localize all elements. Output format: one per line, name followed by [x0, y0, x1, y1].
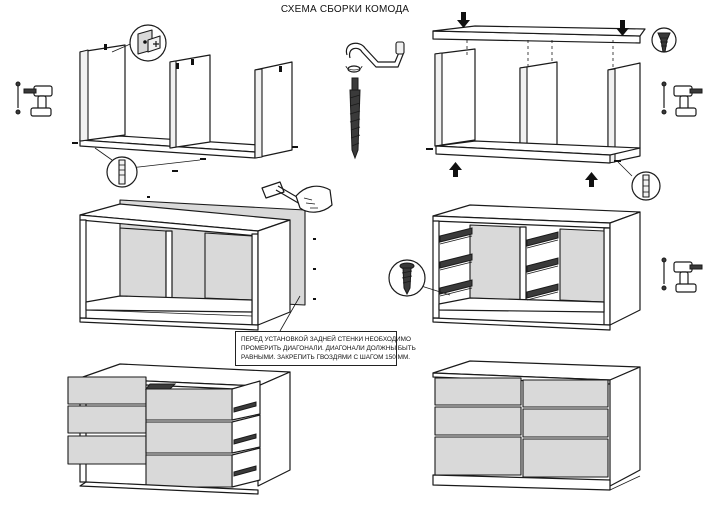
step-2-top-bottom [426, 12, 646, 187]
screwdriver-icon-middle [661, 257, 703, 293]
note-line: ПЕРЕД УСТАНОВКОЙ ЗАДНЕЙ СТЕНКИ НЕОБХОДИМ… [241, 336, 411, 343]
corner-bracket-detail [111, 24, 167, 62]
page-title: СХЕМА СБОРКИ КОМОДА [280, 4, 410, 15]
step-5-drawers [67, 363, 291, 495]
screwdriver-icon [15, 81, 53, 117]
step-4-drawer-rails [417, 204, 641, 331]
dowel-detail-right [617, 161, 661, 201]
back-panel-note: ПЕРЕД УСТАНОВКОЙ ЗАДНЕЙ СТЕНКИ НЕОБХОДИМ… [235, 331, 416, 366]
note-pointer [279, 295, 301, 332]
note-line: РАВНЫМИ. ЗАКРЕПИТЬ ГВОЗДЯМИ С ШАГОМ 150 … [241, 354, 411, 361]
hex-key-and-screw [345, 41, 405, 160]
step-3-back-panel [79, 196, 316, 331]
screw-detail-top [651, 27, 677, 53]
step-6-assembled [432, 360, 641, 491]
screwdriver-icon-right [661, 81, 703, 117]
hammer-icon [261, 181, 333, 213]
screw-detail-middle [388, 259, 426, 297]
note-line: ПРОМЕРИТЬ ДИАГОНАЛИ. ДИАГОНАЛИ ДОЛЖНЫ БЫ… [241, 345, 416, 352]
dowel-detail [106, 156, 138, 188]
step-1-frame [72, 44, 298, 172]
